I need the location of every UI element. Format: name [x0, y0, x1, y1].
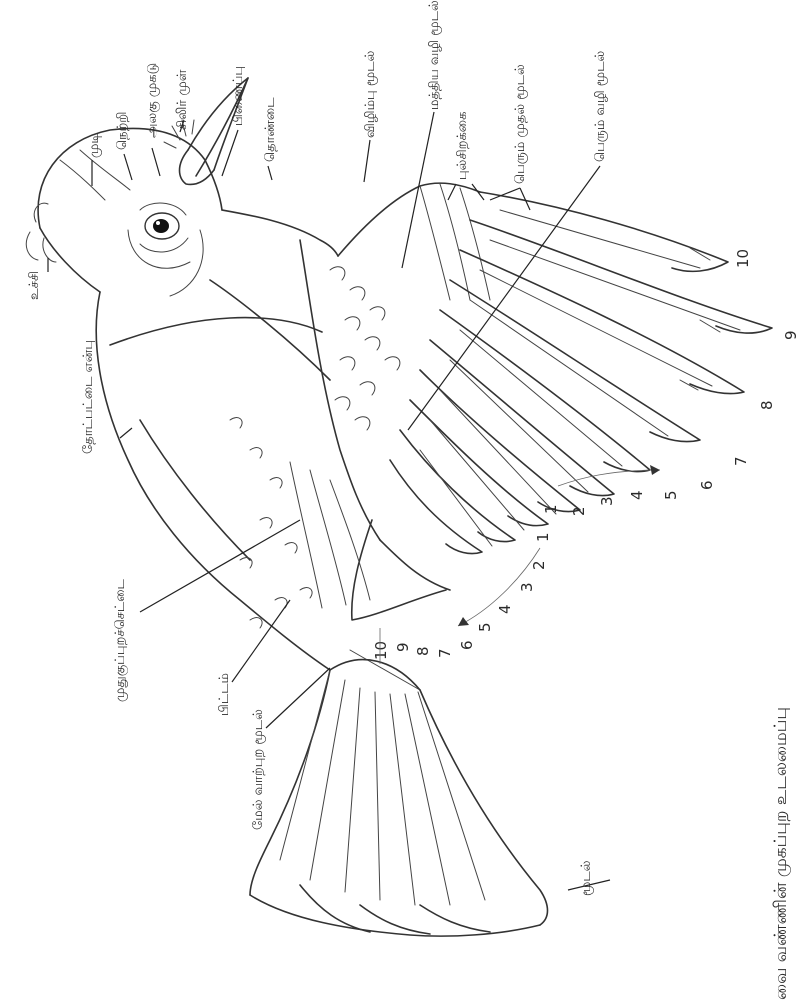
secondary-number: 7: [436, 648, 454, 658]
label-pittam: பிட்டம்: [217, 673, 232, 716]
primary-number: 3: [598, 496, 616, 506]
secondary-number: 8: [414, 646, 432, 656]
bird-illustration: [26, 78, 772, 936]
anatomy-labels: உச்சி முடி நெற்றி அலகு முகடு சிலிர் முள்…: [27, 0, 608, 896]
label-thoppattai-enbu: தோட்பட்டை என்பு: [81, 340, 96, 454]
bird-body: [96, 280, 330, 670]
label-mudhugu-puram: முதுகுப்புறச்செட்டை: [113, 578, 128, 702]
bird-head: [26, 129, 222, 292]
primary-numbers: 10 9 8 7 6 5 4 3 2 1: [542, 249, 797, 516]
label-perum-mudhal-moodal: பெரும் முதல் மூடல்: [513, 64, 528, 184]
label-maththiya-vazhi-moodal: மத்திய வழி மூடல்: [427, 0, 442, 110]
secondary-number: 2: [530, 560, 548, 570]
label-netri: நெற்றி: [115, 112, 130, 151]
bird-eye: [128, 203, 203, 296]
secondary-number: 6: [458, 640, 476, 650]
primary-number: 1: [542, 504, 560, 514]
primary-number: 9: [782, 330, 797, 340]
secondary-number: 5: [476, 622, 494, 632]
figure-caption: வை வண்ணின் முகப்புற உடலமைப்பு: [771, 707, 791, 1000]
label-silir-mul: சிலிர் முள்: [175, 69, 190, 130]
throat-outline: [222, 210, 338, 256]
secondary-number: 3: [518, 582, 536, 592]
primary-number: 7: [732, 456, 750, 466]
wing-coverts: [300, 183, 490, 540]
secondary-number: 1: [534, 532, 552, 542]
secondary-number: 10: [372, 641, 390, 660]
label-perum-vazhi-moodal: பெரும் வழி மூடல்: [593, 50, 608, 162]
label-alagu-mugadu: அலகு முகடு: [145, 63, 160, 138]
primary-number: 6: [698, 480, 716, 490]
label-thondai: தொண்டை: [263, 97, 278, 162]
arrow-icon: [458, 617, 469, 626]
bird-tail: [250, 650, 548, 936]
label-pinaippu: பிணைப்பு: [231, 66, 246, 126]
primary-number: 2: [570, 506, 588, 516]
label-mel-vaal: மேல் வாற்புற மூடல்: [251, 709, 266, 830]
primary-number: 10: [734, 249, 752, 268]
primary-feathers: [390, 192, 772, 554]
secondary-number: 4: [496, 604, 514, 614]
secondary-number: 9: [394, 642, 412, 652]
label-pulsirakkai: புல்சிறக்கை: [455, 112, 470, 180]
primary-number: 4: [628, 490, 646, 500]
arrow-icon: [650, 465, 660, 475]
primary-number: 8: [758, 400, 776, 410]
secondary-feathers: [290, 462, 450, 620]
label-mudi: முடி: [87, 133, 102, 158]
label-vilimbu-moodal: விழிம்பு மூடல்: [363, 50, 378, 138]
label-moodal: மூடல்: [579, 860, 594, 896]
label-uchi: உச்சி: [27, 271, 42, 300]
primary-number: 5: [662, 490, 680, 500]
